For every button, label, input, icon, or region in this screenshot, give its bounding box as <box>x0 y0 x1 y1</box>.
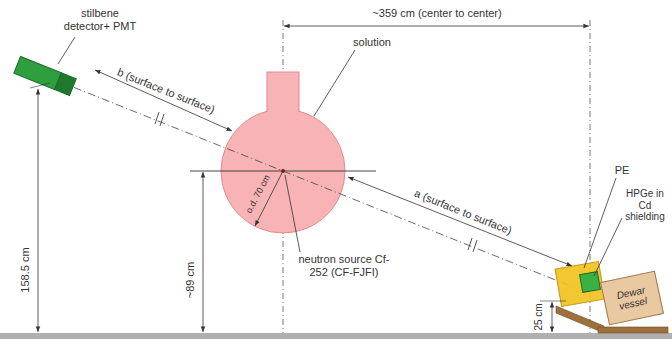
dimension-label: b (surface to surface) <box>114 65 219 117</box>
part-label: ~359 cm (center to center) <box>370 7 503 20</box>
dimension-line <box>95 70 232 131</box>
dimension-label: ~89 cm <box>184 262 197 298</box>
beam-axis <box>60 82 575 288</box>
part-label: solution <box>353 36 391 49</box>
dimension-line <box>552 302 553 332</box>
dimension-line <box>203 172 204 332</box>
extension-line <box>30 83 50 88</box>
part-label: PE <box>615 164 630 177</box>
dimension-line <box>284 26 589 27</box>
floor <box>0 333 672 339</box>
dimension-label: 25 cm <box>533 303 545 330</box>
leader-line <box>58 37 75 64</box>
dimension-label: a (surface to surface) <box>411 186 516 238</box>
neck-joint <box>268 106 298 114</box>
stilbene-detector <box>14 57 76 96</box>
stand-base <box>598 327 668 333</box>
leader-line <box>594 218 622 276</box>
hpge-detector <box>580 272 601 293</box>
dimension-line <box>348 177 572 266</box>
leader-line <box>314 50 355 116</box>
leader-line <box>584 178 616 268</box>
part-label: neutron source Cf-252 (CF-FJFI) <box>294 253 394 278</box>
dimension-line <box>38 89 39 332</box>
node-text: Dewar vessel <box>606 282 658 314</box>
extension-line <box>540 301 566 302</box>
dimension-label: 158.5 cm <box>19 247 32 292</box>
leader-line <box>285 175 300 252</box>
part-label: stilbene detector+ PMT <box>60 7 140 32</box>
stand-wedge <box>556 306 604 333</box>
dewar-vessel: Dewar vessel <box>600 271 664 326</box>
part-label: HPGe in Cd shielding <box>620 188 670 223</box>
